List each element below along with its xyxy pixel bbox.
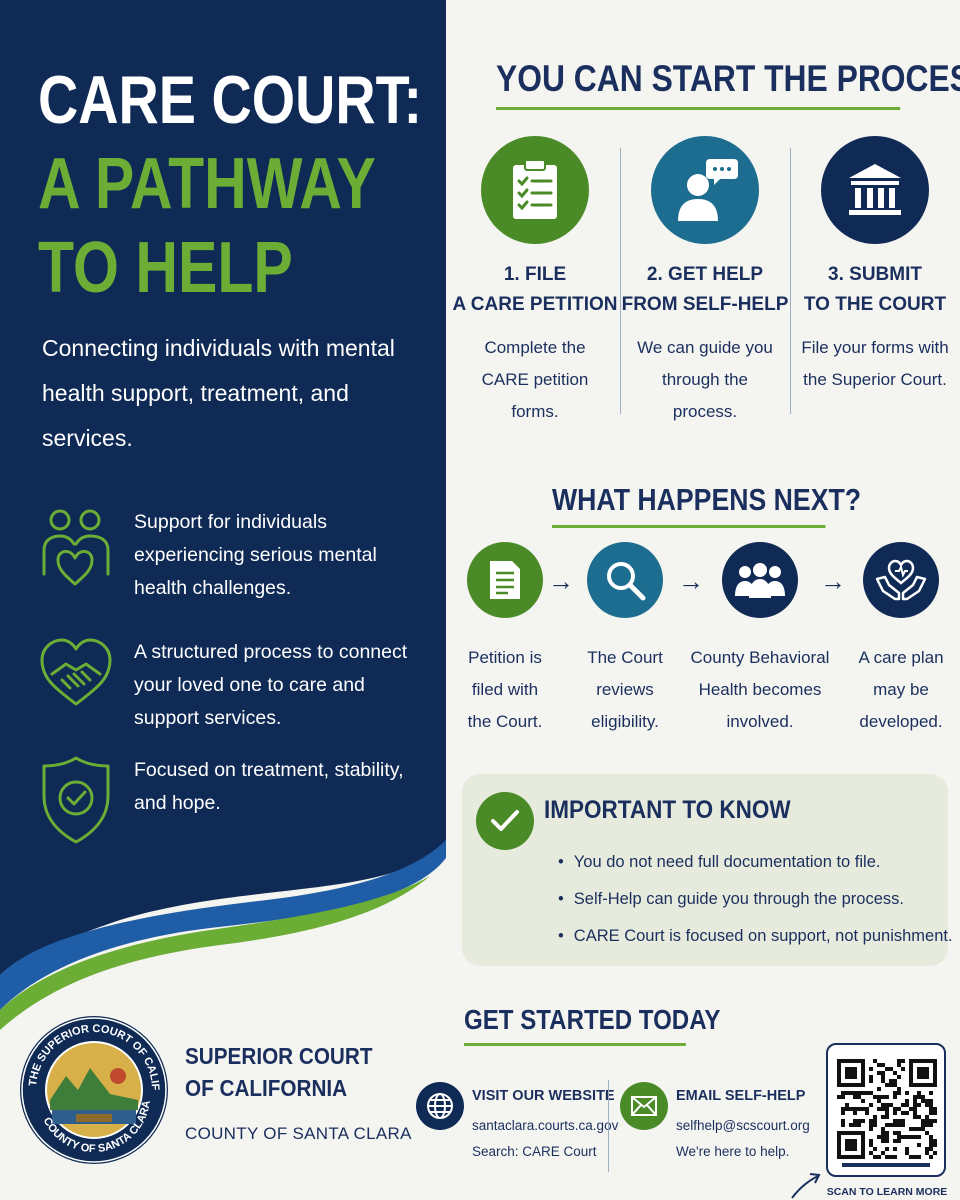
step-1-title-line-2: A CARE PETITION [452, 294, 618, 315]
step-2-desc: We can guide you through the process. [637, 338, 773, 421]
globe-icon [416, 1082, 464, 1130]
magnifier-icon [587, 542, 663, 618]
court-name-line-1: SUPERIOR COURT [185, 1043, 373, 1069]
next-item-care-plan: A care plan may be developed. [826, 542, 960, 738]
next-title-text: WHAT HAPPENS NEXT? [552, 482, 862, 517]
document-icon [467, 542, 543, 618]
website-url-link[interactable]: santaclara.courts.ca.gov [472, 1118, 619, 1133]
step-3-desc: File your forms with the Superior Court. [801, 338, 949, 389]
step-get-help: 2. GET HELP FROM SELF-HELP We can guide … [620, 136, 790, 428]
email-title: EMAIL SELF-HELP [676, 1088, 806, 1104]
feature-support-text: Support for individuals experiencing ser… [134, 511, 377, 599]
feature-focused-text: Focused on treatment, stability, and hop… [134, 759, 404, 814]
next-item-1-desc: Petition is filed with the Court. [467, 648, 543, 731]
start-process-title: YOU CAN START THE PROCESS [496, 58, 960, 110]
qr-code-frame[interactable] [826, 1043, 946, 1177]
people-heart-icon [42, 509, 110, 586]
email-contact[interactable]: EMAIL SELF-HELP selfhelp@scscourt.org We… [620, 1082, 820, 1172]
website-contact[interactable]: VISIT OUR WEBSITE santaclara.courts.ca.g… [416, 1082, 618, 1172]
checkmark-icon [476, 792, 534, 850]
hero-title-line-2: A PATHWAY [38, 144, 376, 224]
website-search-hint: Search: CARE Court [472, 1144, 597, 1159]
get-started-title: GET STARTED TODAY [464, 1004, 721, 1046]
group-icon [722, 542, 798, 618]
next-item-behavioral-health: County Behavioral Health becomes involve… [685, 542, 835, 738]
next-item-2-desc: The Court reviews eligibility. [587, 648, 663, 731]
arrow-right-icon: → [678, 566, 704, 596]
step-3-title-line-1: 3. SUBMIT [828, 264, 922, 285]
title-underline [464, 1043, 686, 1046]
step-divider [620, 148, 621, 414]
next-title: WHAT HAPPENS NEXT? [552, 482, 862, 528]
court-name-line-2: OF CALIFORNIA [185, 1075, 348, 1101]
website-title: VISIT OUR WEBSITE [472, 1088, 615, 1104]
courthouse-icon [821, 136, 929, 244]
title-underline [496, 107, 901, 110]
step-3-title: 3. SUBMIT TO THE COURT [790, 260, 960, 320]
shield-check-icon [42, 756, 110, 844]
important-item: Self-Help can guide you through the proc… [558, 881, 953, 918]
important-title: IMPORTANT TO KNOW [544, 796, 791, 824]
curved-arrow-icon [791, 1173, 821, 1199]
qr-label: SCAN TO LEARN MORE [826, 1186, 948, 1198]
step-3-title-line-2: TO THE COURT [803, 294, 947, 315]
get-started-title-text: GET STARTED TODAY [464, 1004, 721, 1035]
important-item: You do not need full documentation to fi… [558, 844, 953, 881]
hands-heart-icon [863, 542, 939, 618]
envelope-icon [620, 1082, 668, 1130]
court-name: SUPERIOR COURT OF CALIFORNIA [185, 1040, 372, 1104]
step-1-desc: Complete the CARE petition forms. [481, 338, 589, 421]
person-chat-icon [651, 136, 759, 244]
hero-title-line-3: TO HELP [38, 228, 293, 308]
step-1-title-line-1: 1. FILE [503, 264, 567, 285]
step-1-title: 1. FILE A CARE PETITION [450, 260, 620, 320]
court-county: COUNTY OF SANTA CLARA [185, 1124, 412, 1143]
arrow-right-icon: → [548, 566, 574, 596]
clipboard-checklist-icon [481, 136, 589, 244]
feature-structured-process-text: A structured process to connect your lov… [134, 641, 408, 729]
qr-code[interactable] [837, 1059, 937, 1159]
step-submit-court: 3. SUBMIT TO THE COURT File your forms w… [790, 136, 960, 396]
email-address-link[interactable]: selfhelp@scscourt.org [676, 1118, 810, 1133]
arrow-right-icon: → [820, 566, 846, 596]
start-process-title-text: YOU CAN START THE PROCESS [496, 58, 960, 99]
important-list: You do not need full documentation to fi… [558, 844, 953, 955]
contact-divider [608, 1080, 609, 1172]
next-item-3-desc: County Behavioral Health becomes involve… [690, 648, 830, 731]
step-2-title: 2. GET HELP FROM SELF-HELP [620, 260, 790, 320]
step-divider [790, 148, 791, 414]
next-item-petition: Petition is filed with the Court. [430, 542, 580, 738]
next-item-4-desc: A care plan may be developed. [858, 648, 944, 731]
qr-caption-bar [842, 1163, 930, 1167]
important-item: CARE Court is focused on support, not pu… [558, 918, 953, 955]
step-2-title-line-1: 2. GET HELP [646, 264, 764, 285]
hero-subtitle: Connecting individuals with mental healt… [42, 335, 395, 451]
title-underline [552, 525, 826, 528]
hero-title: CARE COURT: A PATHWAY TO HELP [38, 58, 438, 310]
step-file-petition: 1. FILE A CARE PETITION Complete the CAR… [450, 136, 620, 428]
important-panel: IMPORTANT TO KNOW You do not need full d… [462, 774, 953, 966]
hero-title-line-1: CARE COURT: [38, 62, 423, 138]
heart-handshake-icon [40, 638, 112, 706]
next-item-review: The Court reviews eligibility. [550, 542, 700, 738]
email-tagline: We're here to help. [676, 1144, 790, 1159]
county-seal-logo: THE SUPERIOR COURT OF CALIFORNIA COUNTY … [18, 1014, 168, 1164]
step-2-title-line-2: FROM SELF-HELP [621, 294, 789, 315]
